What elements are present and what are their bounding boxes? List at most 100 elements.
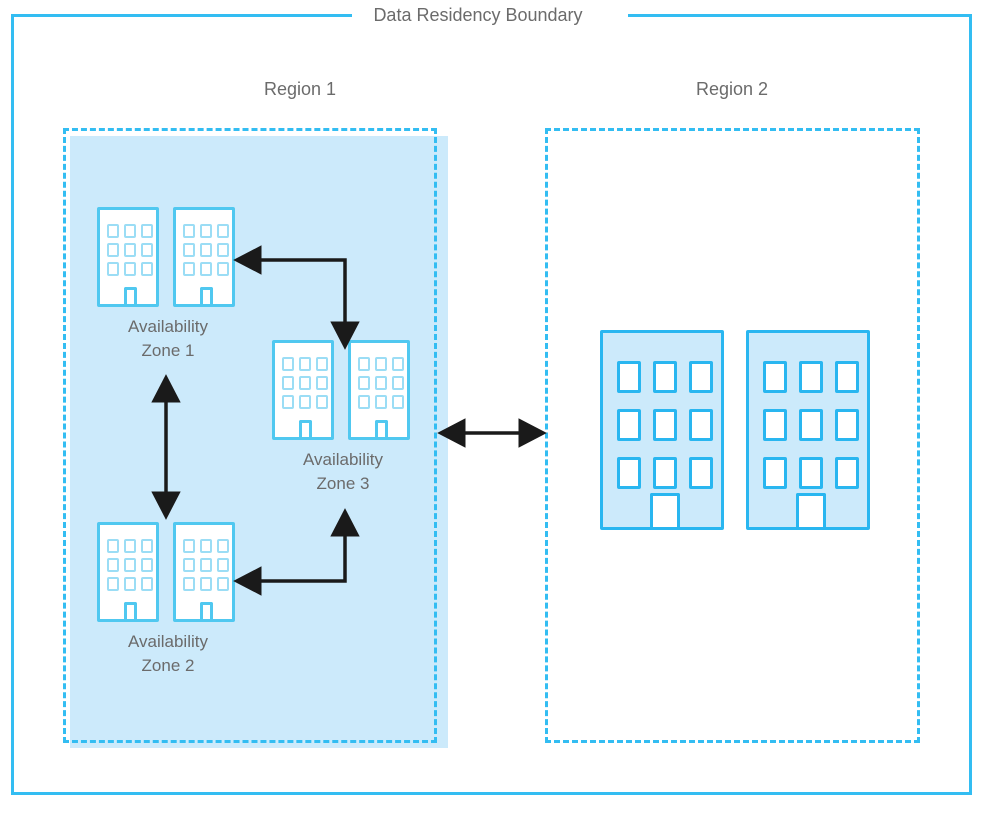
window [124, 243, 136, 257]
window [799, 457, 823, 489]
availability-zone-2: Availability Zone 2 [97, 522, 239, 678]
caption-line-2: Zone 1 [141, 341, 195, 360]
window [375, 395, 387, 409]
window [107, 243, 119, 257]
caption-line-2: Zone 2 [141, 656, 195, 675]
window [124, 224, 136, 238]
window [141, 577, 153, 591]
caption-line-1: Availability [302, 450, 383, 469]
boundary-title: Data Residency Boundary [352, 4, 604, 26]
window [217, 558, 229, 572]
window [617, 361, 641, 393]
window-grid [282, 357, 330, 409]
window [835, 361, 859, 393]
window [141, 243, 153, 257]
window [217, 262, 229, 276]
window [835, 409, 859, 441]
window [282, 376, 294, 390]
caption-line-1: Availability [127, 317, 208, 336]
window [282, 357, 294, 371]
window-grid [183, 224, 231, 276]
window [141, 558, 153, 572]
window [316, 376, 328, 390]
window [183, 224, 195, 238]
building-icon [173, 522, 235, 622]
window [200, 243, 212, 257]
window [124, 558, 136, 572]
window-grid [763, 361, 859, 489]
window [217, 539, 229, 553]
availability-zone-2-caption: Availability Zone 2 [97, 630, 239, 678]
window-grid [107, 224, 155, 276]
window [617, 457, 641, 489]
building-icon [272, 340, 334, 440]
window [299, 395, 311, 409]
availability-zone-3-caption: Availability Zone 3 [272, 448, 414, 496]
caption-line-2: Zone 3 [316, 474, 370, 493]
availability-zone-3-buildings [272, 340, 414, 440]
door [299, 420, 312, 437]
caption-line-1: Availability [127, 632, 208, 651]
window [200, 539, 212, 553]
window [375, 376, 387, 390]
window [183, 558, 195, 572]
door [796, 493, 826, 527]
window [358, 376, 370, 390]
window [141, 262, 153, 276]
window [689, 361, 713, 393]
door [200, 287, 213, 304]
window [141, 539, 153, 553]
availability-zone-2-buildings [97, 522, 239, 622]
building-icon [173, 207, 235, 307]
window [316, 357, 328, 371]
building-icon [97, 522, 159, 622]
window [217, 577, 229, 591]
window [763, 457, 787, 489]
window [124, 577, 136, 591]
window [124, 539, 136, 553]
window [299, 376, 311, 390]
window [392, 395, 404, 409]
region-1-boundary [63, 128, 437, 743]
window [183, 539, 195, 553]
window [763, 409, 787, 441]
window [375, 357, 387, 371]
door [124, 602, 137, 619]
availability-zone-1: Availability Zone 1 [97, 207, 239, 363]
window [299, 357, 311, 371]
building-icon [746, 330, 870, 530]
door [124, 287, 137, 304]
window-grid [358, 357, 406, 409]
window-grid [107, 539, 155, 591]
window [799, 361, 823, 393]
building-icon [600, 330, 724, 530]
window [217, 243, 229, 257]
building-icon [348, 340, 410, 440]
region-1-label: Region 1 [263, 79, 337, 99]
window [107, 577, 119, 591]
availability-zone-1-buildings [97, 207, 239, 307]
window [141, 224, 153, 238]
window [183, 243, 195, 257]
window [316, 395, 328, 409]
region-2-label: Region 2 [695, 79, 769, 99]
window [107, 262, 119, 276]
window [392, 376, 404, 390]
window [763, 361, 787, 393]
window [124, 262, 136, 276]
window-grid [617, 361, 713, 489]
availability-zone-1-caption: Availability Zone 1 [97, 315, 239, 363]
window [689, 457, 713, 489]
window [200, 558, 212, 572]
window [799, 409, 823, 441]
window [392, 357, 404, 371]
window [617, 409, 641, 441]
door [200, 602, 213, 619]
window [107, 224, 119, 238]
window [183, 262, 195, 276]
window [200, 224, 212, 238]
building-icon [97, 207, 159, 307]
window [200, 262, 212, 276]
window [217, 224, 229, 238]
